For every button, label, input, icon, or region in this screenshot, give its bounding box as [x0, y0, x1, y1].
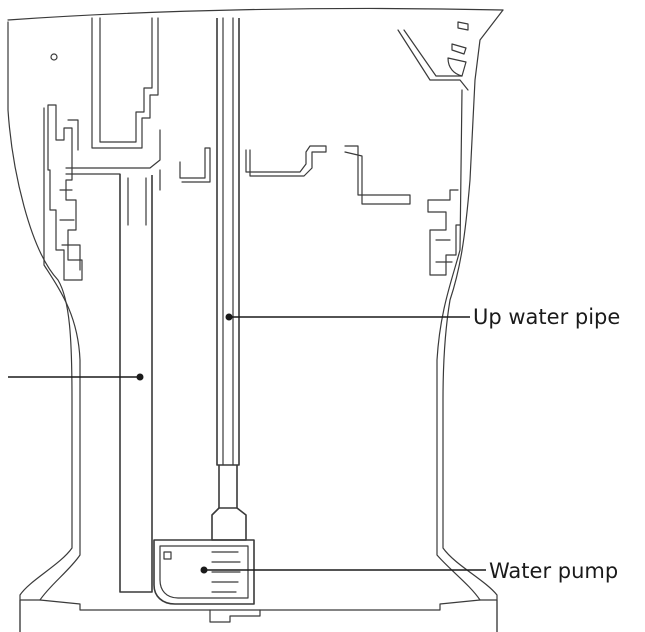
top-right-rail: [397, 29, 469, 91]
top-rim: [7, 7, 504, 21]
right-clip-detail: [435, 239, 453, 263]
water-pump-inner: [159, 545, 249, 599]
left-clip-detail: [59, 119, 81, 271]
left-leader-dot: [136, 373, 144, 381]
left-housing-wall: [7, 21, 73, 632]
left-clip: [47, 104, 83, 281]
water-pump-label: Water pump: [489, 559, 618, 583]
water-pump-leader-dot: [200, 566, 208, 574]
right-housing-inner-wall: [436, 89, 481, 601]
left-housing-inner-wall: [39, 107, 81, 601]
water-pump-body: [153, 539, 255, 605]
up-water-pipe-label: Up water pipe: [473, 305, 620, 329]
top-left-block: [91, 17, 159, 149]
bracket-center: [245, 145, 327, 177]
pump-vent-slots: [211, 551, 241, 593]
up-water-pipe-leader-dot: [225, 313, 233, 321]
bracket-right: [344, 145, 411, 205]
left-ledge: [65, 129, 161, 175]
top-right-slots: [447, 21, 469, 77]
up-water-pipe-body: [216, 18, 240, 466]
pipe-fitting: [218, 465, 238, 509]
pump-label-square: [163, 551, 172, 560]
screw-hole: [50, 53, 58, 61]
left-tube: [119, 174, 153, 593]
up-water-pipe-inner: [222, 17, 234, 466]
top-left-block-inner: [99, 17, 153, 143]
left-tube-inner: [127, 169, 161, 226]
bracket-small: [179, 147, 211, 183]
right-housing-wall: [442, 9, 504, 632]
right-clip: [427, 189, 461, 276]
base-notch: [209, 609, 261, 623]
pipe-nozzle: [211, 507, 247, 541]
